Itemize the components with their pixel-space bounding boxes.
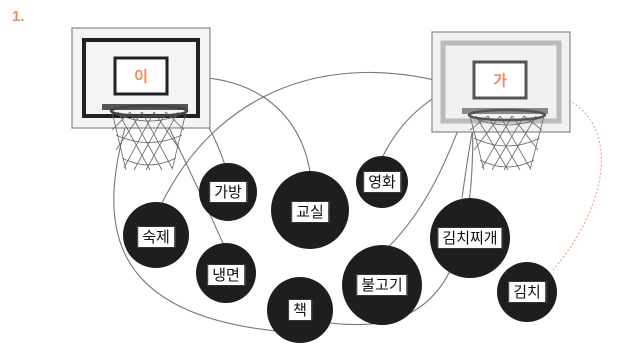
ball-label-gabang: 가방 [209, 181, 247, 203]
left-hoop [71, 27, 211, 171]
right-net [469, 115, 545, 171]
ball-label-yeonghwa: 영화 [363, 171, 401, 193]
ball-label-gyosil: 교실 [291, 201, 329, 223]
ball-label-kimchijjigae: 김치찌개 [437, 227, 503, 249]
line-kimchi [486, 88, 602, 271]
ball-label-naengmyeon: 냉면 [207, 264, 245, 286]
right-hoop-label: 가 [493, 71, 507, 90]
ball-label-kimchi: 김치 [508, 281, 546, 303]
left-net [111, 111, 187, 171]
right-hoop [431, 31, 571, 171]
connector-lines [113, 71, 602, 334]
question-number: 1. [12, 8, 25, 25]
line-chaek-2 [309, 105, 474, 326]
ball-label-sukje: 숙제 [137, 226, 175, 248]
ball-label-chaek: 책 [288, 299, 312, 321]
ball-label-bulgogi: 불고기 [356, 274, 408, 296]
balls [123, 156, 557, 343]
line-chaek [113, 109, 301, 334]
left-hoop-label: 이 [134, 67, 148, 86]
line-sukje [149, 71, 471, 231]
